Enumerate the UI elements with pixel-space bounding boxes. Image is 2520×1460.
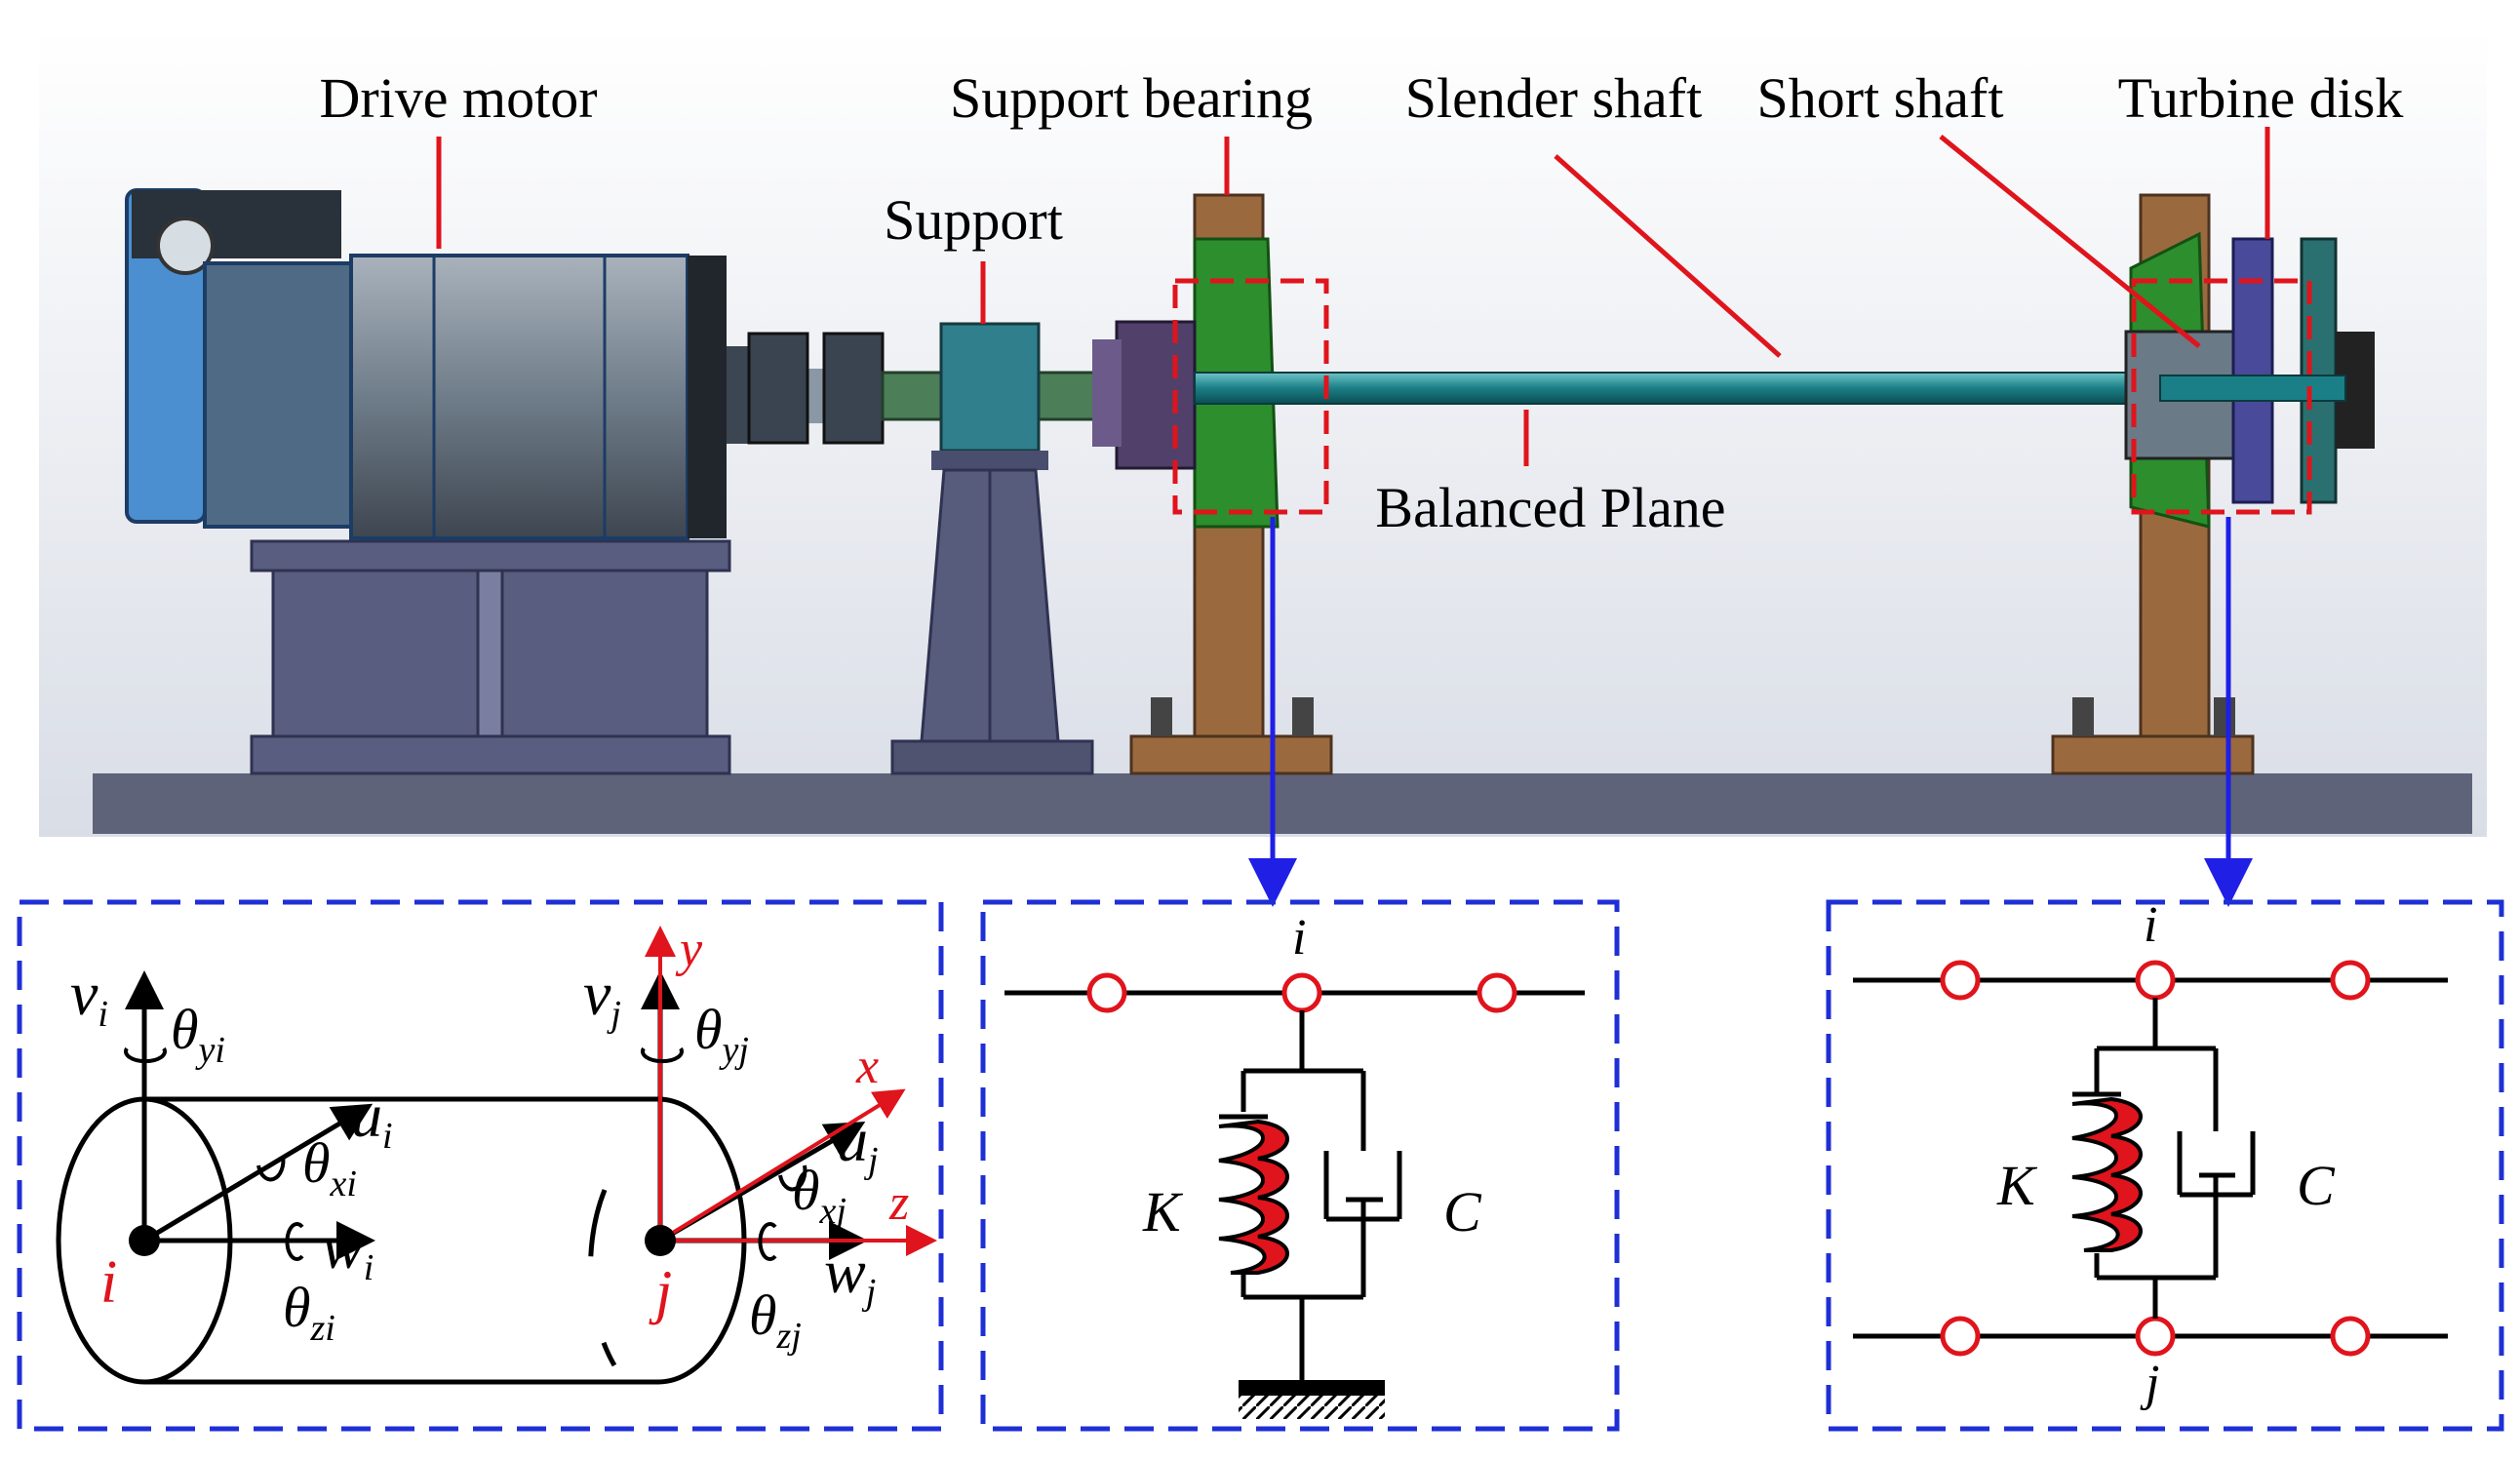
drive-motor-label: Drive motor [319,66,597,130]
ground-plate [1239,1380,1385,1396]
u-j-label: uj [837,1105,879,1181]
coupling-support-panel: i j K C [1826,897,2504,1432]
bearing-panel-frame [980,899,1620,1432]
slender-shaft [1194,372,2171,405]
u-i-label: ui [351,1081,393,1157]
v-j-label: vj [583,959,621,1035]
theta-yj-label: θyj [694,998,749,1071]
coupling-node-j-label: j [2140,1356,2159,1411]
bearing-spring [1218,1119,1289,1275]
motor-stand [250,539,731,775]
node-j-label: j [649,1259,672,1325]
ground-hatch [1239,1396,1385,1419]
slender-shaft-label: Slender shaft [1405,66,1702,130]
node-i-label: i [100,1249,117,1316]
turbine-disk-label: Turbine disk [2118,66,2404,130]
node-i-dot [129,1225,160,1256]
theta-xj-label: θxj [792,1159,847,1232]
coupling-panel-frame [1826,899,2504,1432]
w-i-label: wi [322,1212,374,1288]
theta-yi-label: θyi [171,998,225,1071]
coupling-nodes [1940,960,2371,1357]
coupling [747,332,885,445]
floor-base [93,773,2472,834]
theta-xi-label: θxi [302,1131,357,1204]
theta-zi-label: θzi [283,1276,335,1349]
node-j-dot [645,1225,676,1256]
short-shaft [2159,375,2346,402]
support-label: Support [884,188,1063,252]
bearing-node-label: i [1292,910,1306,966]
axis-x-label: x [855,1039,879,1094]
shaft-element-panel: vi θyi ui θxi wi θzi i vj θyj y x z uj θ… [17,899,944,1432]
bearing-nodes [1086,972,1517,1013]
bearing-support-panel: i K C [980,899,1620,1432]
short-shaft-label: Short shaft [1757,66,2004,130]
left-support-bearing [1092,193,1333,775]
right-bearing-highlight [2131,278,2312,515]
balanced-plane-label: Balanced Plane [1375,476,1725,539]
coupling-stiffness-label: K [1996,1154,2038,1217]
support-bearing-label: Support bearing [950,66,1313,130]
axis-y-label: y [675,922,703,977]
axis-z-label: z [888,1175,909,1231]
element-panel-frame [17,899,944,1432]
test-rig-render: Drive motor Support bearing Support Slen… [39,27,2487,907]
coupling-node-i-label: i [2144,897,2157,953]
coupling-damping-label: C [2297,1154,2336,1217]
callout-lines [436,127,2270,466]
bearing-damping-label: C [1443,1180,1482,1243]
coupling-spring [2071,1096,2143,1252]
theta-zj-label: θzj [749,1283,802,1357]
drive-motor [125,188,758,540]
bearing-stiffness-label: K [1142,1180,1184,1243]
w-j-label: wj [824,1237,876,1313]
support-pedestal [890,322,1094,775]
v-i-label: vi [70,959,108,1035]
left-bearing-highlight [1172,278,1329,515]
